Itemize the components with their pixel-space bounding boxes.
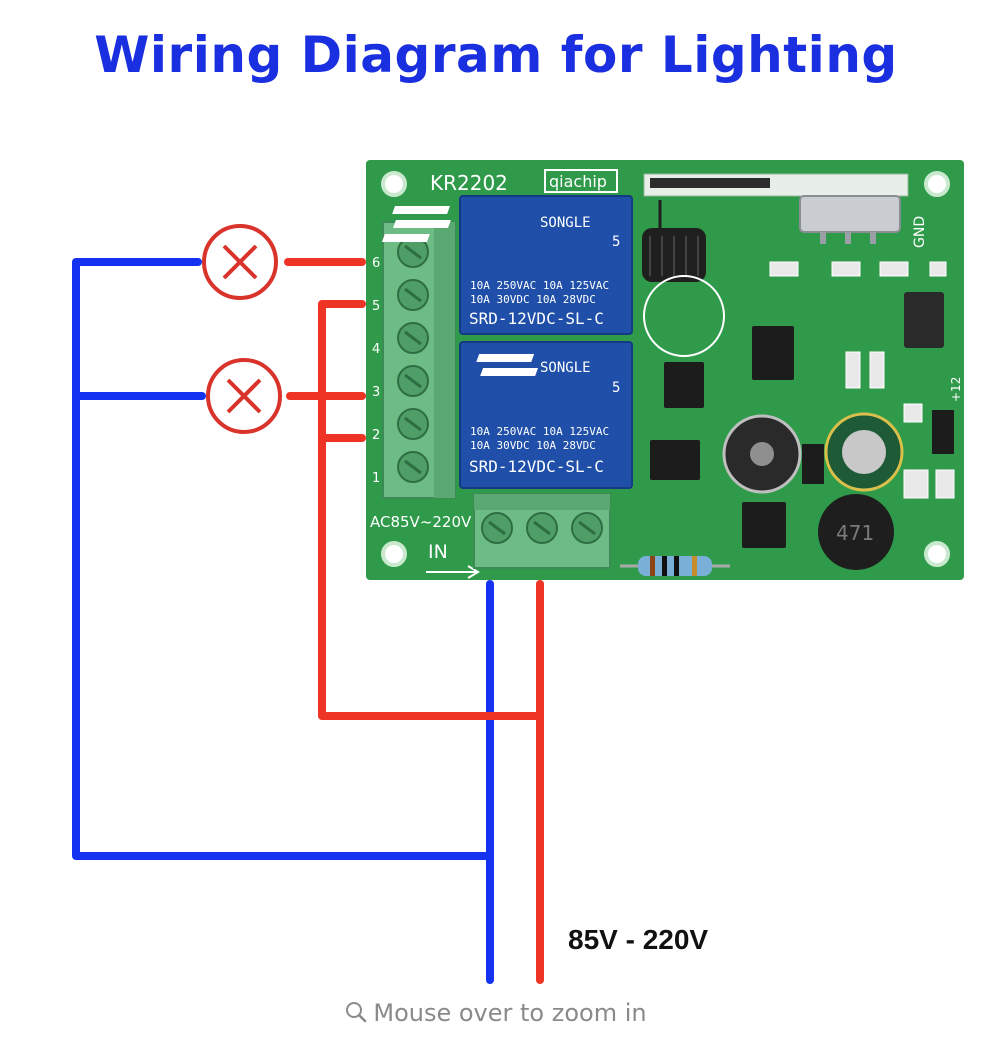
diagram-title: Wiring Diagram for Lighting — [94, 26, 898, 84]
rf-receiver-module — [643, 173, 909, 244]
relay-pin: 5 — [612, 380, 620, 396]
lamp-icon — [202, 224, 278, 300]
bridge-rectifier — [802, 444, 824, 484]
live-wires — [284, 258, 544, 984]
terminal-number: 4 — [372, 342, 380, 357]
search-icon — [346, 1002, 367, 1023]
terminal-number: 6 — [372, 256, 380, 271]
electrolytic-capacitors — [722, 412, 904, 494]
diode — [932, 410, 954, 454]
inductor-code: 471 — [836, 521, 874, 545]
relay-brand: SONGLE — [540, 360, 591, 376]
zoom-hint-text: Mouse over to zoom in — [373, 999, 647, 1027]
brand-box — [544, 169, 618, 193]
zoom-hint[interactable]: Mouse over to zoom in — [0, 998, 992, 1027]
antenna-coil — [642, 200, 706, 282]
neutral-lamp1-wire — [72, 258, 494, 860]
input-arrow-icon — [426, 565, 480, 579]
mounting-holes — [381, 171, 950, 567]
lamp-2 — [206, 358, 282, 434]
ic-chips — [650, 292, 944, 548]
supply-label: AC85V~220V — [370, 513, 472, 531]
lamp-icon — [206, 358, 282, 434]
terminal-number: 1 — [372, 471, 380, 486]
voltage-label: 85V - 220V — [568, 924, 709, 955]
inductor: 471 — [818, 494, 894, 570]
relay-rating-2: 10A 30VDC 10A 28VDC — [470, 293, 596, 306]
capacitor-footprint — [643, 275, 725, 357]
relay-model: SRD-12VDC-SL-C — [469, 309, 604, 328]
relay-model: SRD-12VDC-SL-C — [469, 457, 604, 476]
relay-brand: SONGLE — [540, 215, 591, 231]
terminal-block-outputs — [382, 221, 456, 499]
relay-pin: 5 — [612, 234, 620, 250]
terminal-number: 5 — [372, 299, 380, 314]
board-model: KR2202 — [430, 171, 508, 195]
relay-rating-1: 10A 250VAC 10A 125VAC — [470, 425, 609, 438]
terminal-number: 3 — [372, 385, 380, 400]
relay-rating-2: 10A 30VDC 10A 28VDC — [470, 439, 596, 452]
relay-2: SONGLE 5 10A 250VAC 10A 125VAC 10A 30VDC… — [459, 341, 633, 489]
resistor — [620, 556, 730, 576]
lamp-1 — [202, 224, 278, 300]
smd-components — [769, 261, 955, 499]
common-feed-wire — [318, 300, 544, 720]
input-label: IN — [428, 541, 448, 563]
plus12-label: +12 — [949, 377, 963, 402]
relay-1: SONGLE 5 10A 250VAC 10A 125VAC 10A 30VDC… — [381, 195, 633, 335]
gnd-label: GND — [912, 216, 928, 248]
terminal-number: 2 — [372, 428, 380, 443]
terminal-block-input — [473, 493, 611, 569]
relay-board: KR2202 qiachip GND +12 AC85V~220V IN 6 5… — [366, 160, 964, 580]
wiring-diagram: KR2202 qiachip GND +12 AC85V~220V IN 6 5… — [72, 160, 964, 984]
terminal-numbers: 6 5 4 3 2 1 — [372, 256, 380, 486]
board-brand: qiachip — [549, 172, 607, 191]
relay-rating-1: 10A 250VAC 10A 125VAC — [470, 279, 609, 292]
neutral-wires — [72, 258, 494, 984]
